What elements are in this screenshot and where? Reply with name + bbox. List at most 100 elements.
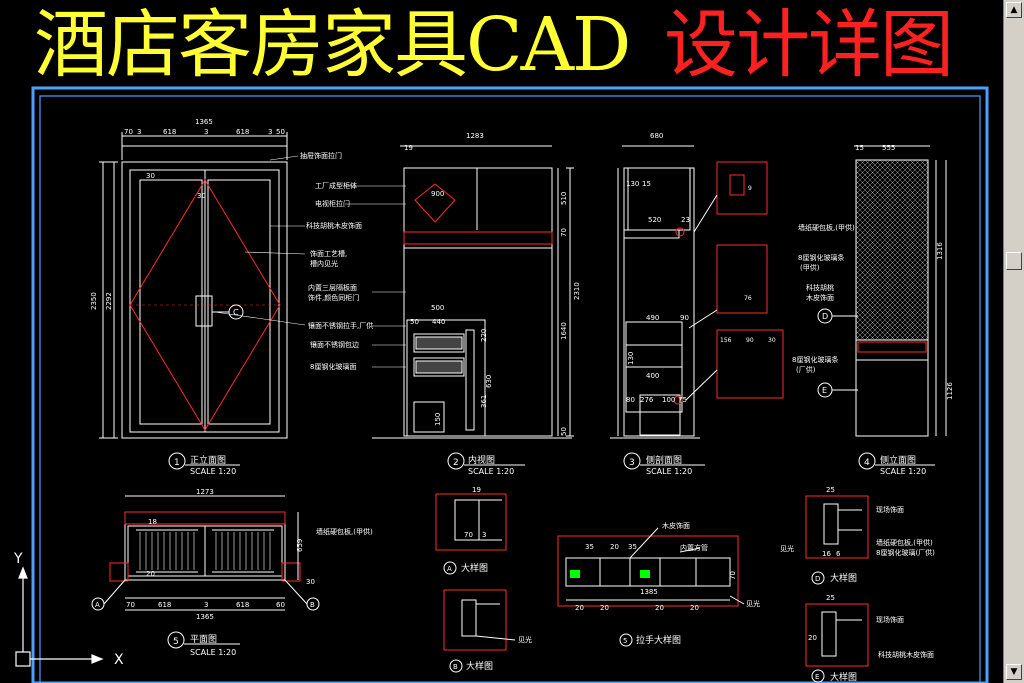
view-scale: SCALE 1:20 bbox=[646, 467, 692, 476]
dim-label: 35 bbox=[628, 543, 637, 551]
dim-label: 156 bbox=[720, 337, 732, 344]
detail-title: 大样图 bbox=[461, 562, 488, 574]
dim-label: 50 bbox=[276, 128, 285, 136]
side-elevation bbox=[817, 145, 947, 437]
side-elevation-dims: 555 15 1316 1126 D E bbox=[822, 144, 954, 400]
ucs-icon bbox=[15, 566, 104, 667]
dim-label: 76 bbox=[744, 295, 752, 302]
detail-letter: E bbox=[815, 673, 819, 681]
dim-label: 20 bbox=[610, 543, 619, 551]
view-titles: 1 正立面图 SCALE 1:20 2 内视图 SCALE 1:20 3 侧剖面… bbox=[173, 454, 926, 657]
inner-frame bbox=[39, 95, 981, 683]
note-text: 镶面不锈钢拉手,厂供 bbox=[308, 321, 373, 330]
dim-label: 20 bbox=[146, 570, 155, 578]
detail-title: 拉手大样图 bbox=[636, 634, 681, 646]
dim-label: 23 bbox=[681, 216, 690, 224]
dim-label: 2350 bbox=[90, 292, 98, 310]
dim-label: 130 bbox=[627, 352, 635, 365]
dim-label: 25 bbox=[826, 486, 835, 494]
view-scale: SCALE 1:20 bbox=[190, 648, 236, 657]
elevation-notes: 抽屉饰面拉门 工厂成型柜体 电视柜拉门 科技胡桃木皮饰面 饰面工艺槽, 槽内见光… bbox=[300, 151, 373, 371]
detail-marker-a: A bbox=[95, 601, 100, 609]
dim-label: 1385 bbox=[640, 588, 658, 596]
ucs-y-label: Y bbox=[13, 551, 23, 567]
dim-label: 20 bbox=[690, 604, 699, 612]
detail-letter: A bbox=[447, 565, 452, 573]
dim-label: 680 bbox=[650, 132, 663, 140]
dim-label: 1365 bbox=[195, 118, 213, 126]
accent-title: 设计详图 bbox=[664, 2, 954, 88]
ucs-x-label: X bbox=[114, 652, 124, 668]
note-leaders bbox=[214, 155, 406, 368]
dim-label: 19 bbox=[472, 486, 481, 494]
note-text: 科技胡桃木皮饰面 bbox=[306, 221, 362, 230]
dim-label: 9 bbox=[748, 185, 752, 192]
view-title: 侧立面图 bbox=[880, 454, 916, 466]
note-text: 现场饰面 bbox=[876, 615, 904, 624]
note-text: 抽屉饰面拉门 bbox=[300, 151, 342, 160]
front-elevation bbox=[99, 132, 288, 439]
note-text: 内置方管 bbox=[680, 543, 708, 552]
detail-marker-c: C bbox=[233, 308, 239, 317]
dim-label: 618 bbox=[236, 128, 249, 136]
scroll-down-button[interactable]: ▼ bbox=[1006, 664, 1022, 680]
detail-marker-e: E bbox=[822, 386, 827, 395]
dim-label: 70 bbox=[126, 601, 135, 609]
note-text: 科技胡桃木皮饰面 bbox=[878, 650, 934, 659]
scroll-up-button[interactable]: ▲ bbox=[1006, 2, 1022, 18]
note-text: 现场饰面 bbox=[876, 505, 904, 514]
dim-label: 1283 bbox=[466, 132, 484, 140]
dim-label: 100 bbox=[662, 396, 675, 404]
note-text: 8厘钢化玻璃条 bbox=[798, 253, 844, 262]
note-text: 工厂成型柜体 bbox=[315, 181, 357, 190]
hand-grip-labels: 木皮饰面 内置方管 见光 35 20 35 20 20 20 20 1385 7… bbox=[575, 521, 760, 647]
side-notes: 墙纸硬包板,(甲供) 8厘钢化玻璃条 (甲供) 科技胡桃 木皮饰面 8厘钢化玻璃… bbox=[792, 223, 855, 374]
note-text: 墙纸硬包板,(甲供) bbox=[876, 538, 933, 547]
dim-label: 659 bbox=[296, 539, 304, 552]
note-text: 见光 bbox=[518, 635, 532, 644]
dim-label: 618 bbox=[163, 128, 176, 136]
dim-label: 400 bbox=[646, 372, 659, 380]
dim-label: 520 bbox=[648, 216, 661, 224]
dim-label: 70 bbox=[729, 571, 737, 580]
dim-label: 15 bbox=[855, 144, 864, 152]
note-text: 槽内见光 bbox=[310, 259, 338, 268]
dim-label: 30 bbox=[306, 578, 315, 586]
note-text: 8厘钢化玻璃面 bbox=[310, 362, 356, 371]
dim-label: 3 bbox=[137, 128, 141, 136]
dim-label: 510 bbox=[560, 192, 568, 205]
dim-label: 3 bbox=[482, 531, 486, 539]
view-number: 2 bbox=[453, 458, 459, 468]
dim-label: 6 bbox=[836, 550, 841, 558]
dim-label: 15 bbox=[642, 180, 651, 188]
dim-label: 630 bbox=[485, 375, 493, 388]
vertical-scrollbar[interactable]: ▲ ▼ bbox=[1003, 0, 1024, 683]
side-section bbox=[610, 145, 784, 439]
detail-d-labels: 25 16 6 现场饰面 墙纸硬包板,(甲供) 8厘钢化玻璃(厂供) 见光 D … bbox=[780, 486, 935, 683]
dim-label: 90 bbox=[746, 337, 754, 344]
dim-label: 440 bbox=[432, 318, 445, 326]
dim-label: 30 bbox=[197, 192, 206, 200]
dim-label: 3 bbox=[204, 128, 208, 136]
note-text: 见光 bbox=[746, 599, 760, 608]
dim-label: 3 bbox=[268, 128, 272, 136]
dim-label: 900 bbox=[431, 190, 444, 198]
dim-label: 35 bbox=[585, 543, 594, 551]
note-text: 墙纸硬包板,(甲供) bbox=[798, 223, 855, 232]
dim-label: 70 bbox=[560, 228, 568, 237]
dim-label: 3 bbox=[204, 601, 208, 609]
scroll-thumb[interactable] bbox=[1006, 252, 1022, 270]
plan-view bbox=[91, 495, 320, 611]
dim-label: 500 bbox=[431, 304, 444, 312]
dim-label: 276 bbox=[640, 396, 654, 404]
inner-view-dims: 1283 19 510 70 2310 1640 50 500 50 440 9… bbox=[404, 132, 581, 436]
note-text: (甲供) bbox=[800, 263, 820, 272]
dim-label: 220 bbox=[480, 329, 488, 342]
detail-letter: B bbox=[453, 663, 458, 671]
dim-label: 150 bbox=[434, 413, 442, 426]
detail-marker-d: D bbox=[822, 312, 828, 321]
view-scale: SCALE 1:20 bbox=[880, 467, 926, 476]
detail-d bbox=[805, 495, 869, 683]
detail-title: 大样图 bbox=[830, 572, 857, 584]
